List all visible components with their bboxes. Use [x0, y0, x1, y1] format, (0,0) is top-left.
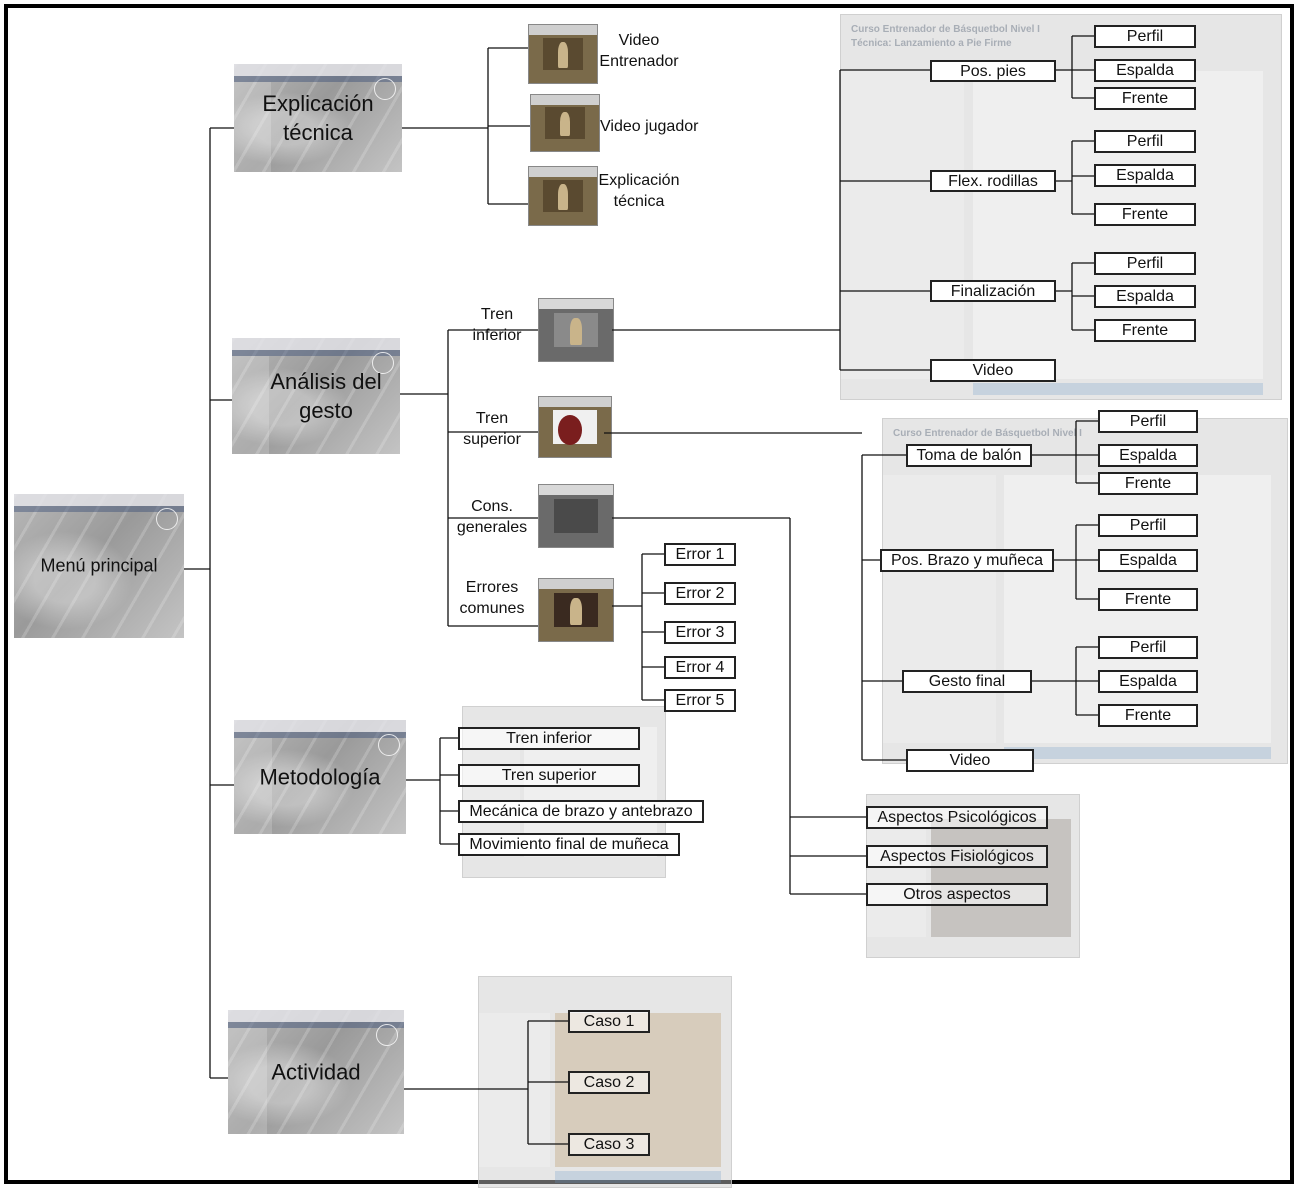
gesto-final-box[interactable]: Gesto final	[902, 670, 1032, 693]
mecanica-brazo-box[interactable]: Mecánica de brazo y antebrazo	[458, 800, 704, 823]
explicacion-tecnica-thumbnail[interactable]	[528, 166, 598, 226]
video-jugador-label: Video jugador	[600, 118, 699, 135]
analisis-label-line1: Análisis del	[270, 369, 382, 394]
explicacion-label-line2: técnica	[283, 120, 353, 145]
perfil-box[interactable]: Perfil	[1094, 130, 1196, 153]
video-jugador-thumbnail[interactable]	[530, 94, 600, 152]
error-3-box[interactable]: Error 3	[664, 621, 736, 644]
errores-comunes-thumbnail[interactable]	[538, 578, 614, 642]
error-5-box[interactable]: Error 5	[664, 689, 736, 712]
frente-box[interactable]: Frente	[1094, 203, 1196, 226]
video-entrenador-thumbnail[interactable]	[528, 24, 598, 84]
tren-superior-screenshot: Curso Entrenador de Básquetbol Nivel I	[882, 418, 1288, 764]
error-4-box[interactable]: Error 4	[664, 656, 736, 679]
caso-1-box[interactable]: Caso 1	[568, 1010, 650, 1033]
metodologia-tren-inferior-box[interactable]: Tren inferior	[458, 727, 640, 750]
flex-rodillas-box[interactable]: Flex. rodillas	[930, 170, 1056, 192]
tren-inferior-screenshot: Curso Entrenador de Básquetbol Nivel I Té…	[840, 14, 1282, 400]
frente-box[interactable]: Frente	[1098, 704, 1198, 727]
error-2-box[interactable]: Error 2	[664, 582, 736, 605]
otros-aspectos-box[interactable]: Otros aspectos	[866, 883, 1048, 906]
video-box[interactable]: Video	[906, 749, 1034, 772]
metodologia-module[interactable]: Metodología	[234, 720, 406, 834]
error-1-box[interactable]: Error 1	[664, 543, 736, 566]
explicacion-label-line1: Explicación	[262, 91, 374, 116]
espalda-box[interactable]: Espalda	[1094, 164, 1196, 187]
panel-title: Curso Entrenador de Básquetbol Nivel I	[893, 428, 1082, 439]
diagram-frame	[4, 4, 1294, 1184]
pos-brazo-box[interactable]: Pos. Brazo y muñeca	[880, 549, 1054, 572]
movimiento-muneca-box[interactable]: Movimiento final de muñeca	[458, 833, 680, 856]
actividad-label: Actividad	[271, 1059, 361, 1085]
menu-principal-module[interactable]: Menú principal	[14, 494, 184, 638]
espalda-box[interactable]: Espalda	[1098, 549, 1198, 572]
frente-box[interactable]: Frente	[1098, 472, 1198, 495]
perfil-box[interactable]: Perfil	[1094, 252, 1196, 275]
pos-pies-box[interactable]: Pos. pies	[930, 60, 1056, 82]
perfil-box[interactable]: Perfil	[1098, 514, 1198, 537]
panel-subtitle: Técnica: Lanzamiento a Pie Firme	[851, 38, 1012, 49]
aspectos-psicologicos-box[interactable]: Aspectos Psicológicos	[866, 806, 1048, 829]
metodologia-tren-superior-box[interactable]: Tren superior	[458, 764, 640, 787]
espalda-box[interactable]: Espalda	[1094, 59, 1196, 82]
analisis-label-line2: gesto	[299, 398, 353, 423]
perfil-box[interactable]: Perfil	[1094, 25, 1196, 48]
frente-box[interactable]: Frente	[1094, 319, 1196, 342]
metodologia-label: Metodología	[259, 764, 381, 790]
menu-principal-label: Menú principal	[40, 555, 158, 576]
caso-3-box[interactable]: Caso 3	[568, 1133, 650, 1156]
frente-box[interactable]: Frente	[1094, 87, 1196, 110]
finalizacion-box[interactable]: Finalización	[930, 280, 1056, 302]
cons-generales-thumbnail[interactable]	[538, 484, 614, 548]
frente-box[interactable]: Frente	[1098, 588, 1198, 611]
tren-superior-thumbnail[interactable]	[538, 396, 612, 458]
explicacion-tecnica-module[interactable]: Explicación técnica	[234, 64, 402, 172]
aspectos-fisiologicos-box[interactable]: Aspectos Fisiológicos	[866, 845, 1048, 868]
caso-2-box[interactable]: Caso 2	[568, 1071, 650, 1094]
espalda-box[interactable]: Espalda	[1098, 444, 1198, 467]
espalda-box[interactable]: Espalda	[1098, 670, 1198, 693]
analisis-gesto-module[interactable]: Análisis del gesto	[232, 338, 400, 454]
perfil-box[interactable]: Perfil	[1098, 410, 1198, 433]
perfil-box[interactable]: Perfil	[1098, 636, 1198, 659]
panel-title: Curso Entrenador de Básquetbol Nivel I	[851, 24, 1040, 35]
cons-generales-label: Cons.generales	[456, 498, 528, 536]
toma-balon-box[interactable]: Toma de balón	[906, 444, 1032, 467]
espalda-box[interactable]: Espalda	[1094, 285, 1196, 308]
video-box[interactable]: Video	[930, 359, 1056, 382]
actividad-module[interactable]: Actividad	[228, 1010, 404, 1134]
tren-inferior-thumbnail[interactable]	[538, 298, 614, 362]
